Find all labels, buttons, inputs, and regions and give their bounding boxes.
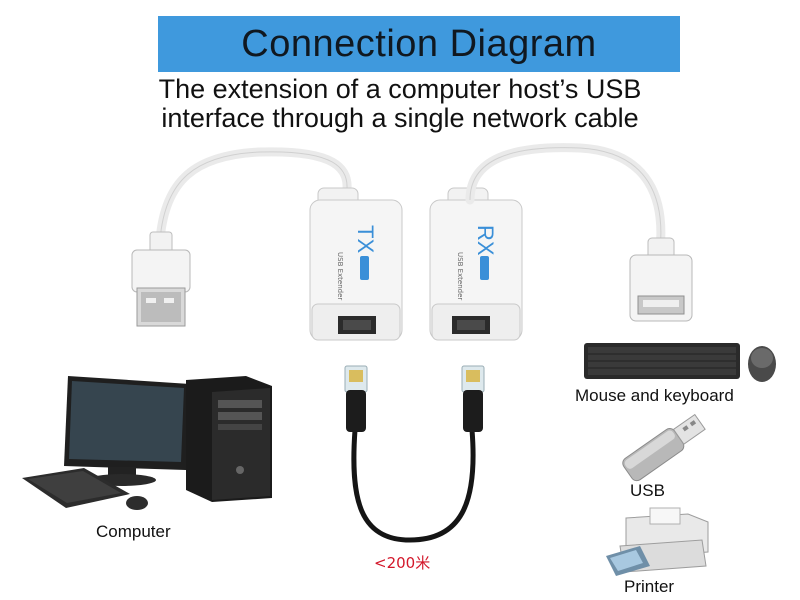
mouse-icon — [126, 496, 148, 510]
keyboard-icon — [22, 468, 130, 508]
diagram-title: Connection Diagram — [241, 22, 597, 65]
distance-label: <200米 — [374, 554, 431, 572]
mouse-icon — [748, 346, 776, 382]
tx-adapter: USB Extender — [309, 187, 403, 341]
svg-text:USB Extender: USB Extender — [336, 252, 344, 300]
usb-label: USB — [630, 481, 665, 500]
network-cable — [351, 429, 476, 543]
title-banner: Connection Diagram — [158, 16, 680, 72]
subtitle-line-2: interface through a single network cable — [161, 103, 639, 133]
mouse-keyboard-label: Mouse and keyboard — [575, 386, 734, 405]
rx-label: RX — [473, 225, 498, 256]
rx-adapter: USB Extender — [429, 187, 523, 341]
keyboard-icon — [584, 343, 740, 379]
rj45-plug-icon — [461, 365, 485, 432]
computer-label: Computer — [96, 522, 171, 541]
computer-monitor-icon — [64, 376, 190, 486]
pc-tower-icon — [186, 376, 272, 502]
usb-a-male-plug-icon — [131, 231, 191, 327]
rj45-plug-icon — [344, 365, 368, 432]
subtitle-line-1: The extension of a computer host’s USB — [158, 74, 642, 104]
usb-flash-drive-icon — [622, 413, 706, 482]
svg-text:USB Extender: USB Extender — [456, 252, 464, 300]
usb-a-female-socket-icon — [629, 237, 693, 322]
printer-icon — [606, 507, 709, 576]
tx-label: TX — [353, 225, 378, 253]
printer-label: Printer — [624, 577, 675, 596]
